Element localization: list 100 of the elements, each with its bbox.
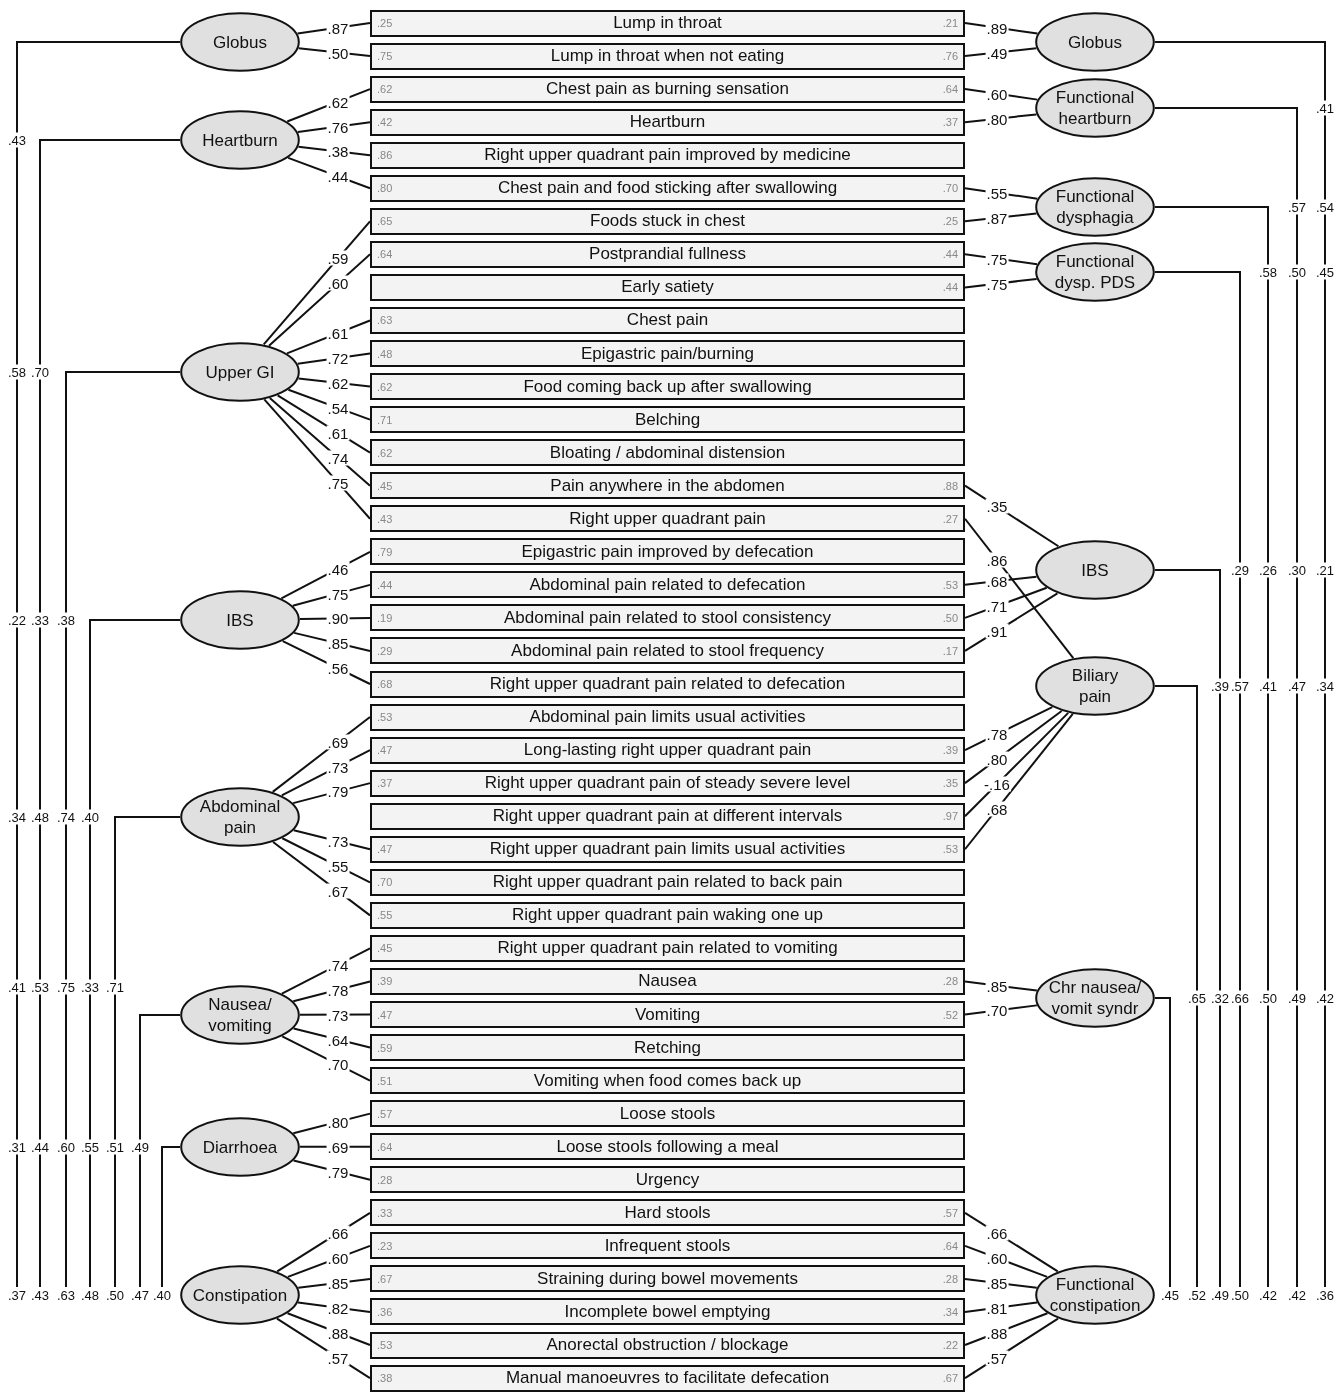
residual-value: .28 (377, 1173, 393, 1186)
edge-label: .46 (326, 561, 350, 577)
residual-value: .28 (942, 1272, 958, 1285)
residual-value: .34 (942, 1305, 958, 1318)
factor-ellipse (180, 110, 300, 170)
correlation-value: .50 (1230, 1287, 1250, 1303)
residual-value: .23 (377, 1239, 393, 1252)
residual-value: .42 (377, 116, 393, 129)
edge-label: .86 (985, 552, 1009, 568)
correlation-value: .50 (1286, 264, 1308, 280)
loading-line (292, 980, 371, 1003)
item-box (370, 835, 965, 863)
factor-ellipse (1035, 78, 1155, 138)
item-label: Vomiting (634, 1004, 701, 1025)
edge-label: .78 (326, 982, 350, 998)
item-label: Right upper quadrant pain (569, 508, 766, 529)
item-box (370, 934, 965, 962)
correlation-value: .70 (29, 364, 51, 380)
residual-value: .37 (942, 116, 958, 129)
item-box (370, 207, 965, 235)
residual-value: .21 (942, 17, 958, 29)
correlation-value: .75 (55, 979, 77, 995)
residual-value: .47 (377, 1008, 393, 1021)
item-label: Long-lasting right upper quadrant pain (523, 740, 812, 761)
factor-ellipse (180, 985, 300, 1045)
correlation-value: .52 (1187, 1287, 1207, 1303)
item-box (370, 1265, 965, 1293)
item-label: Abdominal pain related to stool frequency (511, 640, 824, 661)
residual-value: .57 (377, 1107, 393, 1120)
edge-label: .62 (326, 94, 350, 110)
factor-label: Abdominal pain (198, 796, 282, 838)
factor-ellipse (1035, 1265, 1155, 1325)
edge-label: .55 (326, 858, 350, 874)
correlation-line (1154, 41, 1326, 1288)
item-box (370, 1199, 965, 1227)
item-box (370, 571, 965, 599)
residual-value: .43 (377, 512, 393, 525)
factor-label: Globus (213, 31, 267, 53)
residual-value: .44 (942, 248, 958, 261)
correlation-line (139, 1014, 181, 1288)
residual-value: .67 (942, 1372, 958, 1385)
correlation-line (1154, 997, 1171, 1288)
edge-label: .70 (326, 1056, 350, 1072)
correlation-value: .30 (1286, 562, 1308, 578)
edge-label: .59 (326, 250, 350, 266)
edge-label: .57 (985, 1350, 1009, 1366)
item-box (370, 406, 965, 434)
edge-label: .69 (326, 734, 350, 750)
correlation-value: .49 (1210, 1287, 1230, 1303)
residual-value: .71 (377, 413, 393, 426)
factor-label: Functional heartburn (1054, 87, 1136, 129)
correlation-value: .39 (1209, 678, 1231, 694)
residual-value: .53 (942, 578, 958, 591)
loading-line (268, 397, 371, 487)
item-label: Infrequent stools (604, 1235, 731, 1256)
item-box (370, 1298, 965, 1326)
factor-ellipse (1035, 968, 1155, 1028)
residual-value: .44 (377, 578, 393, 591)
correlation-value: .32 (1209, 990, 1231, 1006)
correlation-value: .43 (6, 132, 28, 148)
item-label: Food coming back up after swallowing (523, 376, 812, 397)
item-box (370, 1133, 965, 1161)
residual-value: .70 (377, 876, 393, 889)
correlation-line (89, 619, 181, 1288)
item-box (370, 240, 965, 268)
correlation-value: .53 (29, 979, 51, 995)
edge-label: .80 (985, 751, 1009, 767)
loading-line (292, 829, 371, 851)
loading-line (964, 517, 1075, 660)
residual-value: .47 (377, 744, 393, 757)
item-box (370, 505, 965, 533)
factor-ellipse (180, 12, 300, 72)
correlation-value: .26 (1257, 562, 1279, 578)
loading-line (280, 749, 371, 797)
edge-label: .79 (326, 1164, 350, 1180)
item-label: Abdominal pain related to stool consistency (504, 607, 831, 628)
correlation-value: .31 (6, 1139, 28, 1155)
factor-label: Constipation (192, 1284, 288, 1306)
item-label: Straining during bowel movements (537, 1268, 798, 1289)
correlation-value: .44 (29, 1139, 51, 1155)
edge-label: .60 (985, 1250, 1009, 1266)
loading-line (964, 711, 1070, 818)
residual-value: .86 (377, 149, 393, 162)
item-box (370, 1232, 965, 1260)
factor-ellipse (1035, 540, 1155, 600)
item-label: Right upper quadrant pain related to vomiting (497, 938, 838, 959)
residual-value: .68 (377, 678, 393, 690)
item-box (370, 273, 965, 301)
item-box (370, 1364, 965, 1392)
factor-label: Biliary pain (1070, 665, 1120, 707)
correlation-value: .41 (1314, 100, 1336, 116)
correlation-value: .58 (6, 364, 28, 380)
residual-value: .53 (377, 711, 393, 724)
item-box (370, 174, 965, 202)
correlation-value: .42 (1258, 1287, 1278, 1303)
residual-value: .39 (377, 975, 393, 988)
item-box (370, 439, 965, 467)
item-label: Vomiting when food comes back up (533, 1070, 802, 1091)
item-label: Epigastric pain/burning (581, 343, 754, 364)
correlation-line (16, 41, 181, 1288)
